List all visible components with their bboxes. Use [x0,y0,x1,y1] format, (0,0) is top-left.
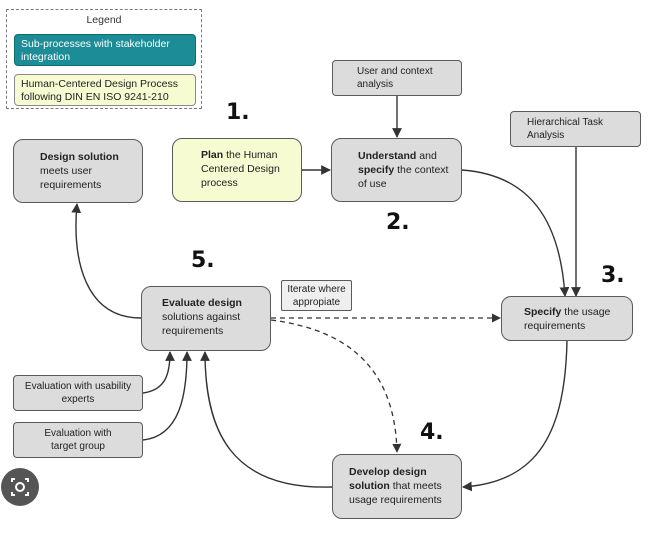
step-number-4: 4. [420,420,444,445]
arrow-develop-to-evaluate [200,351,333,488]
step-number-3: 3. [601,263,625,288]
node-evaluate-bold: Evaluate design [162,297,242,309]
subprocess-user-context: User and context analysis [332,60,462,96]
subprocess-hta: Hierarchical Task Analysis [510,111,641,147]
node-understand-text: the context of use [358,164,449,190]
arrow-iterate-to-develop [270,319,402,453]
node-plan: Plan the Human Centered Design process [172,138,302,202]
node-plan-text: the Human Centered Design process [201,149,280,189]
arrow-evaluate-to-design [71,203,142,319]
arrow-specify-to-develop [462,340,568,492]
node-understand-bold2: specify [358,164,395,176]
step-number-1: 1. [226,100,250,125]
legend: Legend Sub-processes with stakeholder in… [6,9,202,109]
node-plan-bold: Plan [201,149,224,161]
node-design-solution: Design solution meets user requirements [13,139,143,203]
node-develop-text: that meets usage requirements [349,480,442,506]
node-evaluate-text: solutions against requirements [162,311,241,337]
subprocess-target-group: Evaluation with target group [13,422,143,458]
arrow-understand-to-specify [461,169,570,297]
node-develop-bold: Develop design solution [349,466,427,492]
iterate-label: Iterate where appropiate [281,280,352,311]
legend-item-subprocess: Sub-processes with stakeholder integrati… [14,34,196,66]
node-develop: Develop design solution that meets usage… [332,454,462,519]
node-specify-text: the usage requirements [524,306,611,332]
node-understand-mid: and [416,150,437,162]
step-number-2: 2. [386,210,410,235]
legend-item-hcd-process: Human-Centered Design Process following … [14,74,196,106]
arrow-experts-to-evaluate [142,351,175,394]
lens-search-icon-glyph [11,478,29,496]
legend-title: Legend [86,14,122,26]
node-specify: Specify the usage requirements [501,296,633,341]
node-specify-bold: Specify [524,306,562,318]
node-design-text: meets user requirements [40,165,102,191]
lens-search-icon[interactable] [1,468,39,506]
node-understand: Understand and specify the context of us… [331,138,462,202]
step-number-5: 5. [191,248,215,273]
arrow-target-to-evaluate [142,351,192,441]
node-understand-bold1: Understand [358,150,417,162]
subprocess-usability-experts: Evaluation with usability experts [13,375,143,411]
node-design-bold: Design solution [40,151,119,163]
node-evaluate: Evaluate design solutions against requir… [141,286,271,351]
